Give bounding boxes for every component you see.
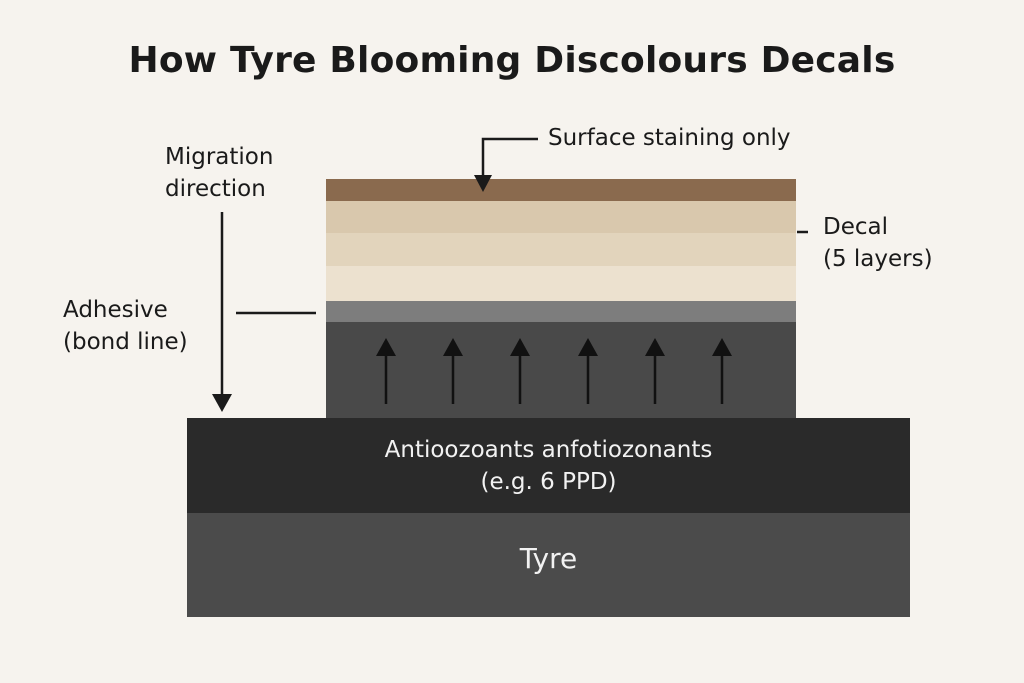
decal-layer-2 [326, 233, 796, 266]
migration-direction-label: Migration direction [165, 141, 273, 205]
antiozonant-example: (e.g. 6 PPD) [480, 469, 617, 495]
diagram-title: How Tyre Blooming Discolours Decals [128, 40, 896, 81]
decal-label-line2: (5 layers) [823, 246, 933, 272]
up-arrow-icon [645, 338, 665, 404]
antiozonant-band: Antioozoants anfotiozonants (e.g. 6 PPD) [187, 418, 910, 513]
up-arrow-icon [376, 338, 396, 404]
migration-zone [326, 322, 796, 419]
up-arrow-icon [510, 338, 530, 404]
adhesive-layer [326, 301, 796, 322]
surface-staining-label: Surface staining only [548, 125, 791, 151]
migration-label-line2: direction [165, 176, 266, 202]
up-arrow-icon [443, 338, 463, 404]
surface-stain-layer [326, 179, 796, 201]
up-arrow-icon [578, 338, 598, 404]
decal-layer-3 [326, 266, 796, 301]
surface-staining-pointer [474, 137, 538, 192]
antiozonant-label: Antioozoants anfotiozonants [384, 437, 713, 463]
down-arrow-icon [474, 175, 492, 192]
upward-migration-arrows [376, 338, 732, 404]
migration-direction-arrow [212, 212, 232, 412]
adhesive-label: Adhesive (bond line) [63, 294, 188, 358]
decal-label-line1: Decal [823, 214, 888, 240]
tyre-layer: Tyre [187, 513, 910, 617]
up-arrow-icon [712, 338, 732, 404]
tyre-label: Tyre [519, 542, 578, 575]
down-arrow-icon [212, 394, 232, 412]
adhesive-label-line1: Adhesive [63, 297, 168, 323]
decal-label: Decal (5 layers) [823, 211, 933, 275]
decal-layer-1 [326, 201, 796, 233]
migration-label-line1: Migration [165, 144, 274, 170]
adhesive-label-line2: (bond line) [63, 329, 188, 355]
